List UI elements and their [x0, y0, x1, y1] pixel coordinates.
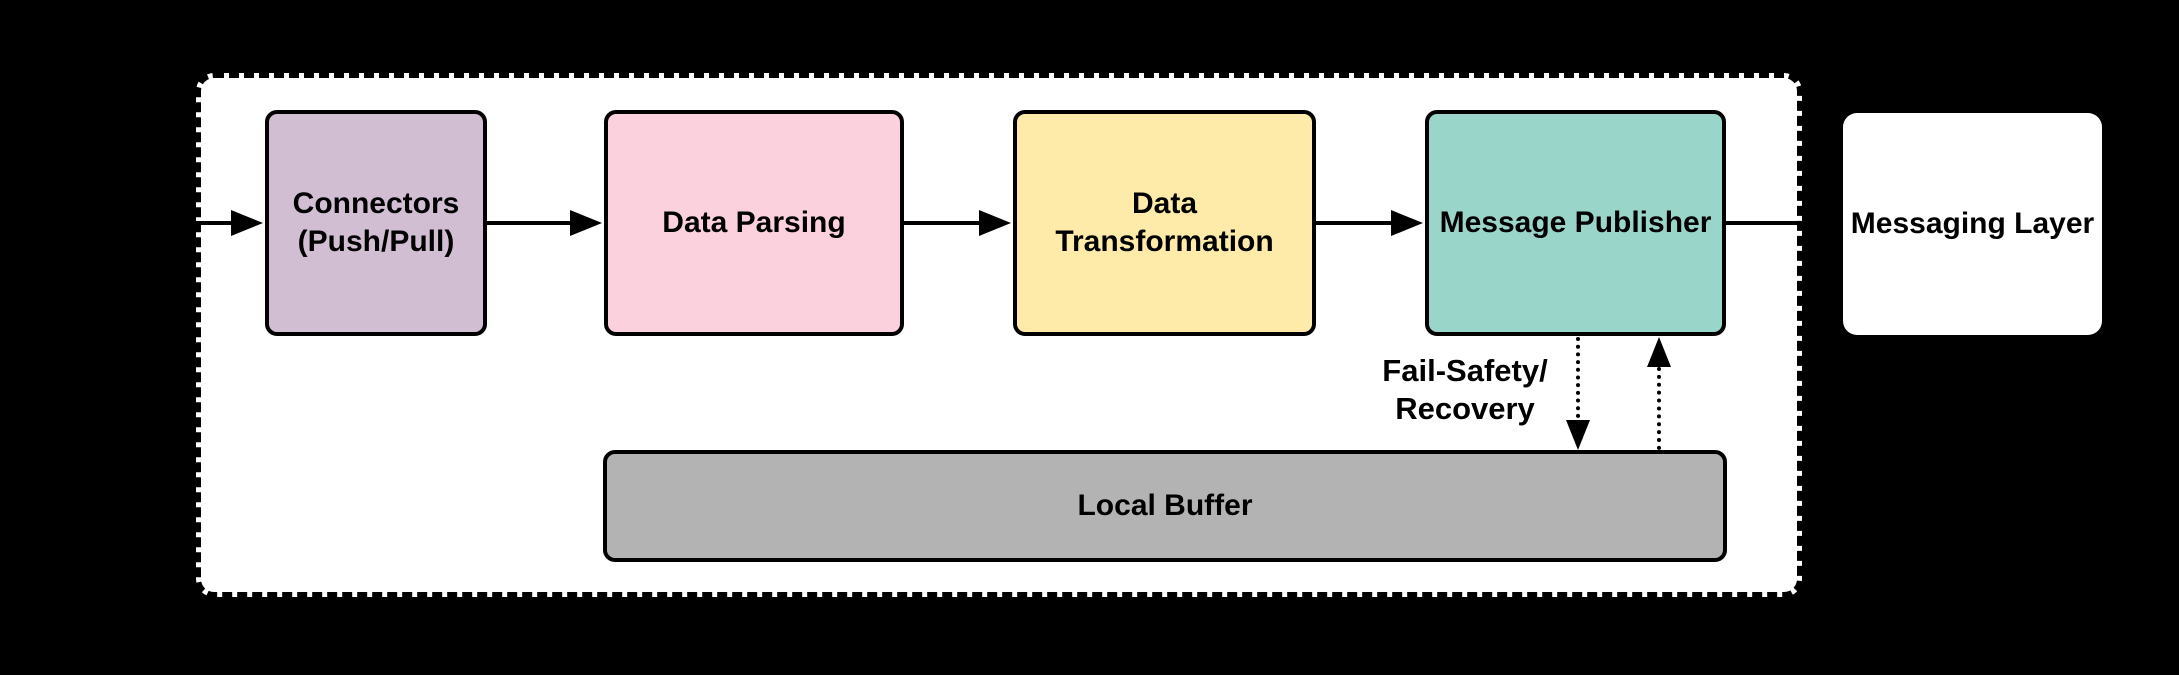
edge-transformation-to-publisher [1316, 221, 1396, 225]
node-connectors: Connectors (Push/Pull) [265, 110, 487, 336]
node-connectors-label: Connectors (Push/Pull) [292, 187, 460, 258]
node-data-transformation: Data Transformation [1013, 110, 1316, 336]
node-data-transformation-label: Data Transformation [1055, 187, 1274, 258]
edge-connectors-to-parsing [487, 221, 575, 225]
node-messaging-layer-label: Messaging Layer [1850, 207, 2095, 240]
node-message-publisher: Message Publisher [1425, 110, 1726, 336]
edge-buffer-to-publisher [1657, 367, 1661, 450]
edge-publisher-to-buffer [1576, 337, 1580, 418]
edge-input-to-connectors [196, 221, 238, 225]
node-messaging-layer: Messaging Layer [1843, 113, 2102, 335]
fail-safety-recovery-label: Fail-Safety/ Recovery [1382, 353, 1548, 426]
arrowhead-right-icon [1391, 210, 1423, 236]
node-data-parsing: Data Parsing [604, 110, 904, 336]
node-local-buffer: Local Buffer [603, 450, 1727, 562]
edge-publisher-to-messaging-layer [1726, 221, 1802, 225]
node-message-publisher-label: Message Publisher [1439, 206, 1712, 239]
arrowhead-down-icon [1566, 420, 1590, 450]
arrowhead-right-icon [231, 210, 263, 236]
node-data-parsing-label: Data Parsing [662, 206, 846, 239]
arrowhead-right-icon [570, 210, 602, 236]
node-local-buffer-label: Local Buffer [1077, 489, 1253, 522]
arrowhead-up-icon [1647, 337, 1671, 367]
arrowhead-right-icon [979, 210, 1011, 236]
edge-parsing-to-transformation [904, 221, 984, 225]
